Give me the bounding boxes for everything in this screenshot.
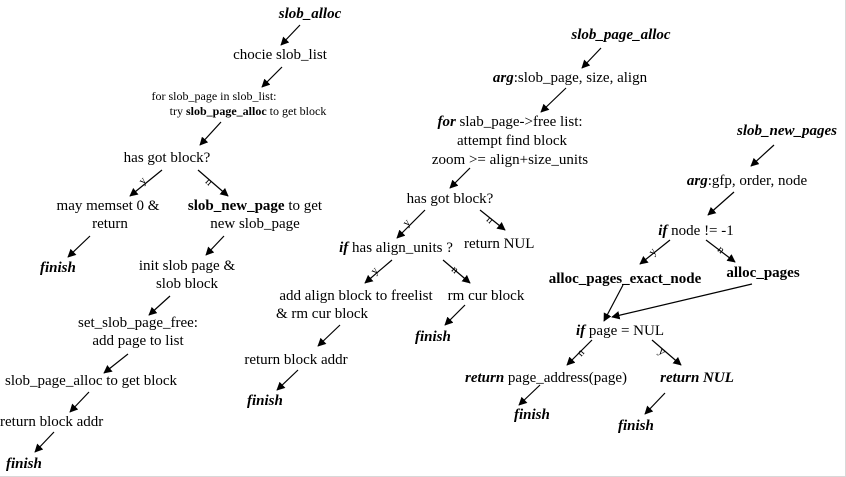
finish-label: finish <box>514 407 550 423</box>
arrow <box>750 144 775 167</box>
step-attempt-find-block: attempt find block <box>457 133 567 149</box>
finish-label: finish <box>6 456 42 472</box>
arrow <box>67 235 91 258</box>
arrow <box>280 24 301 46</box>
arrow <box>707 191 735 216</box>
arrow <box>396 209 426 239</box>
arrow <box>148 295 171 316</box>
step-page-alloc-get-block: slob_page_alloc to get block <box>5 373 178 389</box>
decision-node-not-minus-one: if node != -1 <box>658 223 734 239</box>
arrow <box>442 259 471 284</box>
arrow <box>449 167 471 189</box>
arrow <box>197 169 229 197</box>
step-iterate-line2: try slob_page_alloc to get block <box>169 104 327 118</box>
step-rm-cur-block: rm cur block <box>447 288 525 304</box>
arrow <box>261 66 283 88</box>
func-alloc-pages: alloc_pages <box>726 265 800 281</box>
arrow <box>639 239 671 265</box>
no-new-page-line1: slob_new_page to get <box>187 198 323 214</box>
func-slob-page-alloc: slob_page_alloc <box>186 104 267 118</box>
arrow <box>317 324 341 347</box>
arrow <box>199 121 222 146</box>
slob-page-alloc-title: slob_page_alloc <box>571 27 671 43</box>
slob-new-pages-title: slob_new_pages <box>736 123 838 139</box>
step-args: arg:slob_page, size, align <box>492 70 648 86</box>
arrow <box>611 283 753 320</box>
arrow <box>518 384 541 406</box>
arrow <box>566 339 593 366</box>
init-slob-page-line1: init slob page & <box>138 258 236 274</box>
finish-label: finish <box>247 393 283 409</box>
arrow <box>364 259 393 284</box>
no-new-page-line2: new slob_page <box>210 216 300 232</box>
arrow <box>479 209 506 231</box>
init-slob-page-line2: slob block <box>155 276 219 292</box>
arrow <box>129 169 163 197</box>
step-add-align-block-line2: & rm cur block <box>275 306 369 322</box>
finish-label: finish <box>415 329 451 345</box>
arrow <box>276 369 299 391</box>
arrow <box>103 353 129 374</box>
arrow <box>705 239 736 263</box>
set-page-free-line1: set_slob_page_free: <box>78 315 198 331</box>
step-add-align-block-line1: add align block to freelist <box>279 288 433 304</box>
step-return-block-addr: return block addr <box>0 414 104 430</box>
func-slob-new-page: slob_new_page <box>187 198 285 214</box>
arrow <box>69 391 90 413</box>
func-alloc-pages-exact-node: alloc_pages_exact_node <box>548 271 702 287</box>
step-iterate-line1: for slob_page in slob_list: <box>151 89 277 103</box>
decision-has-got-block: has got block? <box>406 191 494 207</box>
decision-has-got-block: has got block? <box>123 150 211 166</box>
decision-page-is-nul: if page = NUL <box>575 323 665 339</box>
arrow <box>444 304 466 326</box>
decision-has-align-units: if has align_units ? <box>339 240 453 256</box>
step-return-page-address: return page_address(page) <box>464 370 628 386</box>
arrow <box>651 339 682 366</box>
step-args: arg:gfp, order, node <box>686 173 808 189</box>
arrow <box>644 392 666 415</box>
step-choose-slob-list: chocie slob_list <box>233 47 327 63</box>
arrow <box>603 284 624 322</box>
step-return-block-addr: return block addr <box>244 352 348 368</box>
arrow <box>581 47 602 69</box>
yes-memset-line1: may memset 0 & <box>56 198 160 214</box>
step-return-nul: return NUL <box>660 370 734 386</box>
set-page-free-line2: add page to list <box>92 333 184 349</box>
arrow <box>540 87 567 113</box>
arrow <box>34 431 55 453</box>
finish-label: finish <box>618 418 654 434</box>
step-zoom-condition: zoom >= align+size_units <box>431 152 589 168</box>
step-return-nul: return NUL <box>464 236 535 252</box>
finish-label: finish <box>40 260 76 276</box>
slob-alloc-title: slob_alloc <box>278 6 342 22</box>
yes-memset-line2: return <box>92 216 128 232</box>
step-for-free-list: for slab_page->free list: <box>437 114 583 130</box>
arrow <box>205 235 225 256</box>
